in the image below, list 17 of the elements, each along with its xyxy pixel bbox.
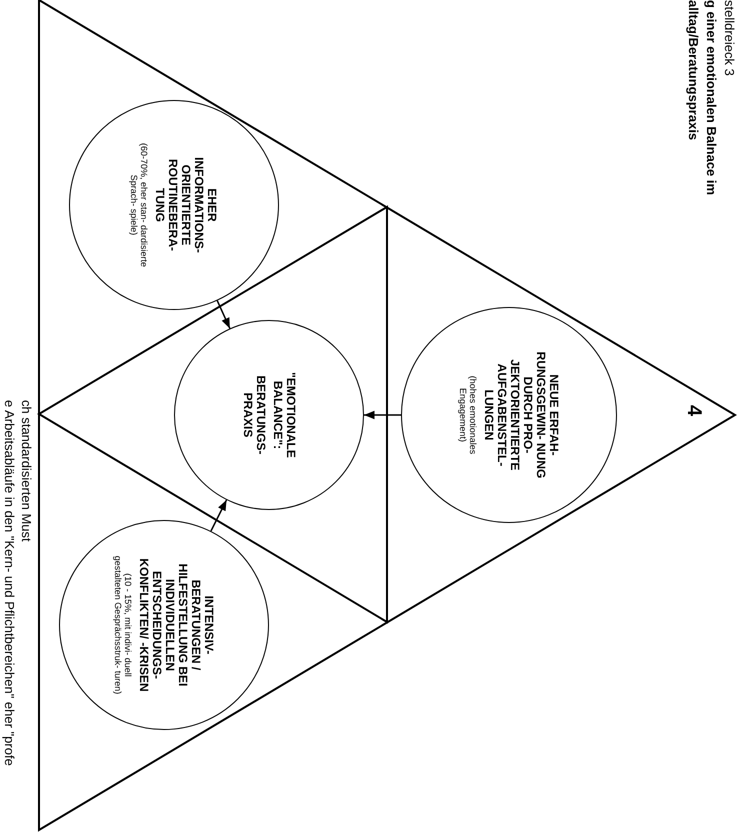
caption-text: stelldreieck 3 [722,0,737,76]
caption-text: g einer emotionalen Balnace im [704,0,719,196]
circle-heading: NEUE ERFAH- RUNGSGEWIN- NUNG DURCH PRO- JEKTORIENTIERTE AUFGABENSTEL- LUNGEN [482,350,560,480]
circle-note: (60-70%, eher stan- dardisierte Sprach- spiele) [130,142,150,268]
arrow [216,300,231,329]
circle-heading: "EMOTIONALE BALANCE": [271,371,297,460]
section-number: 4 [682,405,706,416]
circle-note: BERATUNGS- PRAXIS [241,374,267,457]
caption-text: alltag/Beratungspraxis [686,0,701,140]
caption-text: e Arbeitsabläufe in den "Kern- und Pflichtbereichen" eher "profe [2,400,17,766]
arrow [364,410,401,420]
arrow [210,500,228,532]
circle-note: (10 - 15%, mit indivi- duell gestalteten Gesprächsstruk- turen) [113,555,133,695]
circle-heading: INTENSIV- BERATUNGEN / HILFESTELLUNG BEI INDIVIDUELLEN ENTSCHEIDUNGS- KONFLIKTEN/ -KRISEN [137,557,215,694]
circle-heading: EHER INFORMATIONS- ORIENTIERTE ROUTINEBERA- TUNG [154,156,218,255]
circle-note: (hohes emotionales Engagement) [458,374,478,456]
caption-text: ch standardisierten Must [19,400,34,542]
